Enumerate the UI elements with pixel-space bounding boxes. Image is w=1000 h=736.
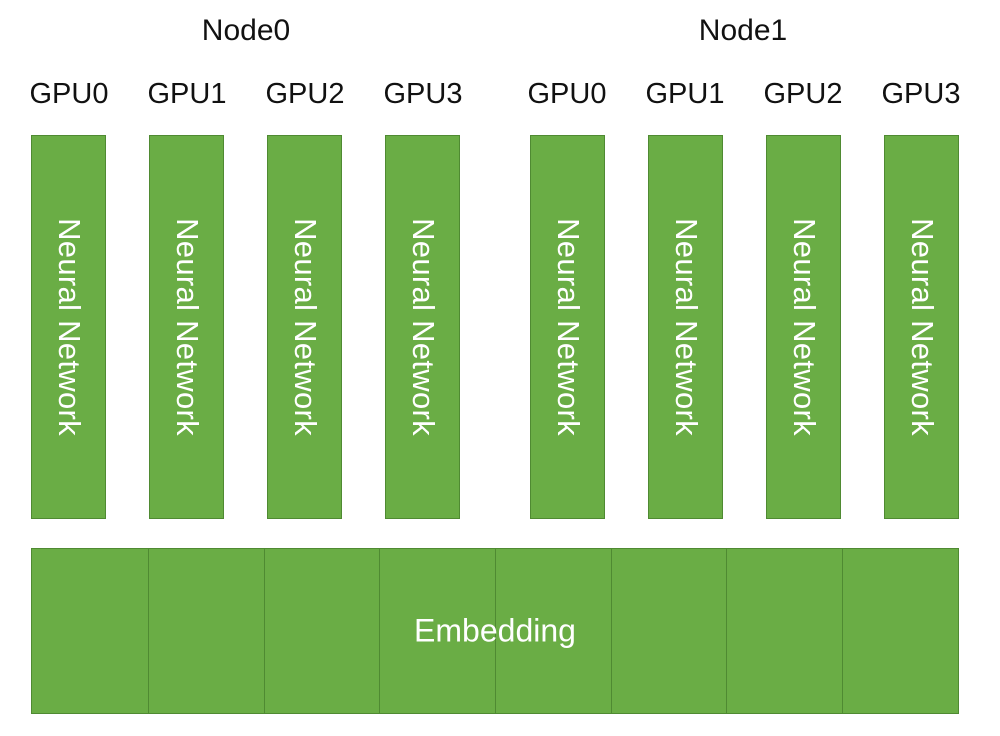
node0-gpu2-neural-network-box: Neural Network	[267, 135, 342, 519]
node0-gpu3-label: GPU3	[383, 78, 463, 110]
node0-gpu1-neural-network-box: Neural Network	[149, 135, 224, 519]
node0-label: Node0	[201, 14, 291, 47]
node1-gpu3-label: GPU3	[881, 78, 961, 110]
node0-gpu0-neural-network-box: Neural Network	[31, 135, 106, 519]
neural-network-label: Neural Network	[904, 218, 940, 436]
embedding-bar: Embedding	[31, 548, 959, 714]
neural-network-label: Neural Network	[287, 218, 323, 436]
embedding-segment	[496, 549, 612, 713]
neural-network-label: Neural Network	[786, 218, 822, 436]
neural-network-label: Neural Network	[550, 218, 586, 436]
node0-gpu3-neural-network-box: Neural Network	[385, 135, 460, 519]
neural-network-label: Neural Network	[169, 218, 205, 436]
neural-network-label: Neural Network	[668, 218, 704, 436]
node1-gpu0-neural-network-box: Neural Network	[530, 135, 605, 519]
neural-network-label: Neural Network	[405, 218, 441, 436]
embedding-label: Embedding	[414, 612, 576, 649]
node1-gpu2-label: GPU2	[763, 78, 843, 110]
node1-gpu3-neural-network-box: Neural Network	[884, 135, 959, 519]
node1-label: Node1	[698, 14, 788, 47]
node1-gpu1-neural-network-box: Neural Network	[648, 135, 723, 519]
embedding-segment	[612, 549, 727, 713]
embedding-segment	[380, 549, 496, 713]
embedding-segment	[149, 549, 265, 713]
node1-gpu1-label: GPU1	[645, 78, 725, 110]
node0-gpu2-label: GPU2	[265, 78, 345, 110]
node1-gpu0-label: GPU0	[527, 78, 607, 110]
embedding-segment	[32, 549, 149, 713]
node0-gpu0-label: GPU0	[29, 78, 109, 110]
node0-gpu1-label: GPU1	[147, 78, 227, 110]
node1-gpu2-neural-network-box: Neural Network	[766, 135, 841, 519]
neural-network-label: Neural Network	[51, 218, 87, 436]
embedding-segment	[727, 549, 843, 713]
embedding-segment	[265, 549, 380, 713]
